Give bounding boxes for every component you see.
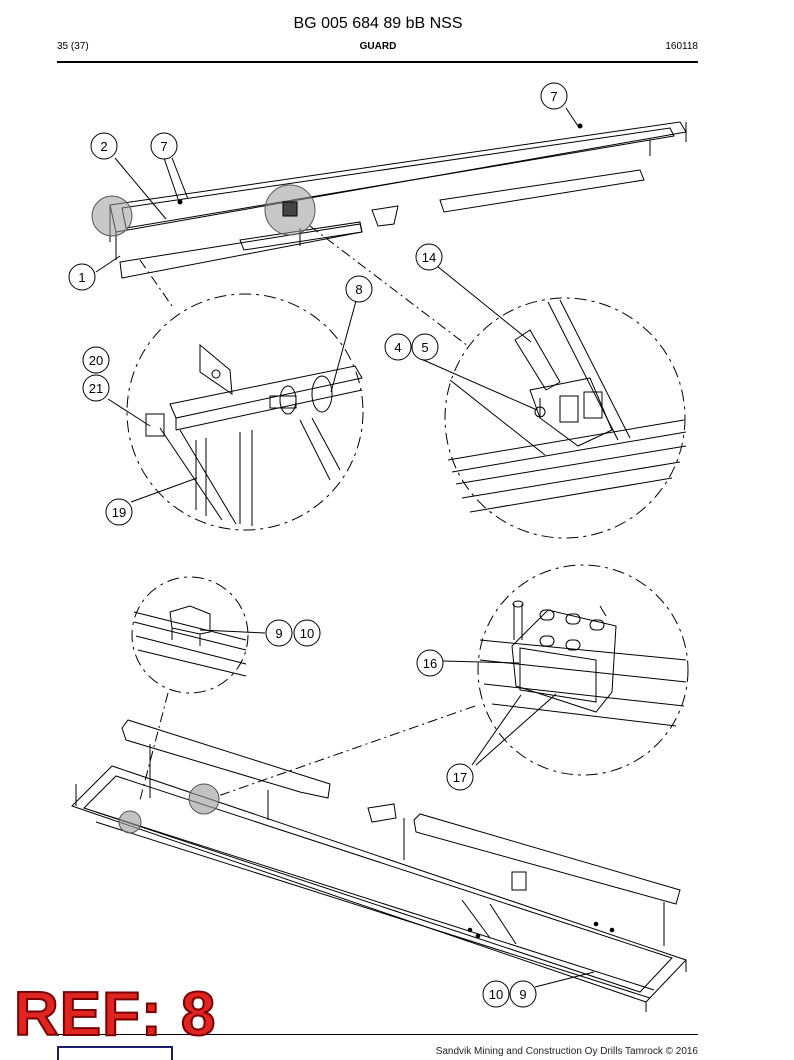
detail-highlight-bracket (188, 783, 220, 815)
callout-4: 4 (384, 333, 412, 361)
svg-text:20: 20 (89, 353, 103, 368)
svg-text:9: 9 (519, 987, 526, 1002)
callout-1: 1 (68, 263, 96, 291)
callout-10: 10 (482, 980, 510, 1008)
svg-text:10: 10 (489, 987, 503, 1002)
callouts: 1 2 7 7 14 8 4 5 20 21 19 9 10 16 17 10 … (68, 82, 568, 1008)
callout-17: 17 (446, 763, 474, 791)
detail-highlight-small (118, 810, 142, 834)
detail-view-right (444, 297, 687, 539)
callout-7: 7 (540, 82, 568, 110)
svg-text:7: 7 (160, 139, 167, 154)
callout-7: 7 (150, 132, 178, 160)
svg-text:17: 17 (453, 770, 467, 785)
svg-text:5: 5 (421, 340, 428, 355)
callout-9: 9 (265, 619, 293, 647)
svg-text:10: 10 (300, 626, 314, 641)
page-number: 35 (37) (57, 41, 89, 52)
document-number: BG 005 684 89 bB NSS (293, 15, 463, 32)
callout-21: 21 (82, 374, 110, 402)
ref-stamp: REF: 8 (13, 980, 217, 1049)
svg-text:14: 14 (422, 250, 436, 265)
svg-text:8: 8 (355, 282, 362, 297)
detail-highlight-left (91, 195, 133, 237)
callout-8: 8 (345, 275, 373, 303)
callout-14: 14 (415, 243, 443, 271)
latch-miniature (282, 201, 298, 217)
callout-5: 5 (411, 333, 439, 361)
callout-16: 16 (416, 649, 444, 677)
revision-date: 160118 (665, 41, 698, 52)
lower-guard-frame (71, 719, 687, 1012)
svg-text:21: 21 (89, 381, 103, 396)
svg-text:16: 16 (423, 656, 437, 671)
svg-text:7: 7 (550, 89, 557, 104)
svg-text:9: 9 (275, 626, 282, 641)
detail-view-left (126, 293, 364, 531)
detail-view-bracket (477, 564, 689, 776)
callout-20: 20 (82, 346, 110, 374)
detail-view-small (131, 576, 249, 694)
callout-9: 9 (509, 980, 537, 1008)
leader-lines (95, 107, 595, 988)
svg-text:4: 4 (394, 340, 401, 355)
callout-2: 2 (90, 132, 118, 160)
callout-10: 10 (293, 619, 321, 647)
upper-guard-frame (109, 121, 687, 279)
header-rule (57, 61, 698, 63)
callout-19: 19 (105, 498, 133, 526)
footer-copyright: Sandvik Mining and Construction Oy Drill… (435, 1046, 698, 1057)
section-title: GUARD (359, 41, 397, 52)
svg-text:1: 1 (78, 270, 85, 285)
svg-text:19: 19 (112, 505, 126, 520)
footer-rule (57, 1034, 698, 1035)
svg-text:2: 2 (100, 139, 107, 154)
